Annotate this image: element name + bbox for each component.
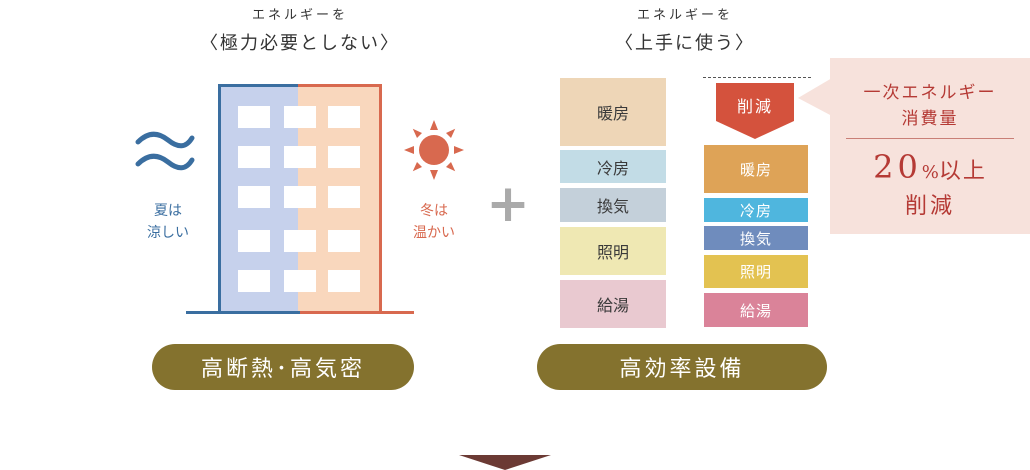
building-window xyxy=(328,230,360,252)
after-item-hot-water: 給湯 xyxy=(704,293,808,327)
building-window xyxy=(284,106,316,128)
left-caption-line2: 〈極力必要としない〉 xyxy=(200,33,400,54)
building-ground-orange xyxy=(300,311,414,314)
callout-percent-suffix: 以上 xyxy=(938,159,987,184)
building-windows xyxy=(218,84,382,314)
before-item-cooling: 冷房 xyxy=(560,150,666,183)
before-item-lighting: 照明 xyxy=(560,227,666,275)
after-item-heating: 暖房 xyxy=(704,145,808,193)
callout-percent: 20%以上 xyxy=(830,148,1030,186)
building-window xyxy=(284,186,316,208)
right-caption-line2: 〈上手に使う〉 xyxy=(615,33,755,54)
summer-label: 夏は 涼しい xyxy=(138,200,198,244)
insulation-pill: 高断熱･高気密 xyxy=(152,344,414,390)
reduction-dashed-line xyxy=(703,77,811,78)
building-window xyxy=(328,186,360,208)
building-ground-blue xyxy=(186,311,300,314)
winter-label-line1: 冬は xyxy=(420,203,448,219)
building-window xyxy=(238,186,270,208)
equipment-pill: 高効率設備 xyxy=(537,344,827,390)
after-item-cooling: 冷房 xyxy=(704,198,808,222)
callout-percent-number: 20 xyxy=(873,148,922,186)
callout: 一次エネルギー 消費量 20%以上 削減 xyxy=(830,58,1030,234)
before-item-heating: 暖房 xyxy=(560,78,666,146)
building-window xyxy=(238,270,270,292)
building-window xyxy=(284,230,316,252)
callout-line4: 削減 xyxy=(904,194,955,219)
building-window xyxy=(284,270,316,292)
right-caption-line1: エネルギーを xyxy=(636,8,733,23)
callout-pointer xyxy=(798,78,832,116)
summer-label-line2: 涼しい xyxy=(147,225,189,241)
sun-icon xyxy=(404,120,464,180)
after-item-ventilation: 換気 xyxy=(704,226,808,250)
right-caption: エネルギーを 〈上手に使う〉 xyxy=(570,4,800,55)
building xyxy=(218,84,382,314)
callout-line1: 一次エネルギー xyxy=(863,83,997,103)
reduction-arrow-shape xyxy=(716,83,794,139)
building-window xyxy=(328,146,360,168)
left-caption-line1: エネルギーを xyxy=(251,8,348,23)
building-window xyxy=(238,146,270,168)
building-window xyxy=(328,270,360,292)
after-item-lighting: 照明 xyxy=(704,255,808,288)
winter-label-line2: 温かい xyxy=(413,225,455,241)
building-window xyxy=(284,146,316,168)
down-arrow-icon xyxy=(459,455,551,470)
left-caption: エネルギーを 〈極力必要としない〉 xyxy=(180,4,420,55)
before-item-hot-water: 給湯 xyxy=(560,280,666,328)
building-window xyxy=(238,230,270,252)
before-item-ventilation: 換気 xyxy=(560,188,666,222)
callout-divider xyxy=(846,138,1014,139)
building-window xyxy=(238,106,270,128)
summer-label-line1: 夏は xyxy=(154,203,182,219)
wind-wave-icon xyxy=(135,131,195,171)
plus-sign: + xyxy=(486,174,530,234)
winter-label: 冬は 温かい xyxy=(404,200,464,244)
building-window xyxy=(328,106,360,128)
callout-percent-sign: % xyxy=(921,162,939,183)
reduction-label: 削減 xyxy=(736,97,773,116)
callout-line2: 消費量 xyxy=(901,109,959,129)
